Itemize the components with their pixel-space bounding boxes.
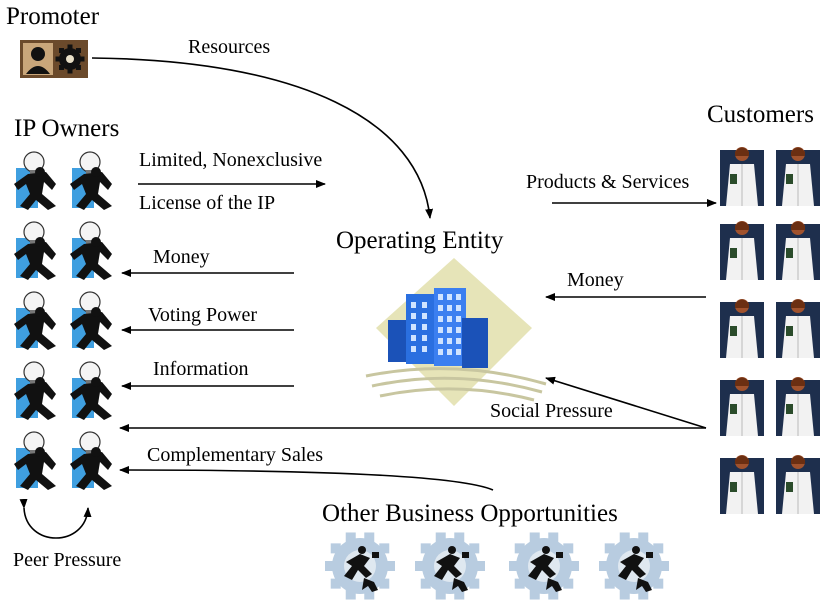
office-building-icon (365, 258, 547, 406)
doctor-icon (720, 147, 764, 206)
doctor-icon (720, 299, 764, 358)
resources-arrow (91, 57, 434, 219)
operating-entity-title: Operating Entity (336, 227, 504, 254)
business-gear-icon (509, 532, 579, 600)
promoter-gear-icon (20, 40, 88, 78)
promoter-title: Promoter (6, 3, 100, 30)
lightbulb-person-icon (70, 361, 112, 420)
lightbulb-person-icon (14, 291, 56, 350)
doctor-icon (776, 377, 820, 436)
business-gear-icon (599, 532, 669, 600)
lightbulb-person-icon (14, 361, 56, 420)
doctor-icon (776, 147, 820, 206)
doctor-icon (720, 455, 764, 514)
business-gear-icon (325, 532, 395, 600)
products-services-label: Products & Services (526, 171, 690, 193)
money-right-label: Money (567, 269, 624, 291)
doctor-icon (720, 221, 764, 280)
doctor-icon (776, 221, 820, 280)
social-pressure-label: Social Pressure (490, 400, 613, 422)
peer-pressure-label: Peer Pressure (13, 549, 122, 571)
information-label: Information (153, 358, 249, 380)
lightbulb-person-icon (70, 221, 112, 280)
doctor-icon (776, 455, 820, 514)
license-label-line2: License of the IP (139, 192, 276, 214)
social-pressure-arrow-upper (545, 376, 707, 429)
lightbulb-person-icon (70, 291, 112, 350)
lightbulb-person-icon (14, 151, 56, 210)
money-left-label: Money (153, 246, 210, 268)
license-label-line1: Limited, Nonexclusive (139, 149, 323, 171)
other-business-title: Other Business Opportunities (322, 500, 618, 527)
complementary-sales-label: Complementary Sales (147, 444, 324, 466)
doctor-icon (776, 299, 820, 358)
voting-power-label: Voting Power (148, 304, 258, 326)
customers-title: Customers (707, 101, 814, 128)
lightbulb-person-icon (14, 431, 56, 490)
complementary-sales-arrow (119, 466, 494, 491)
lightbulb-person-icon (70, 431, 112, 490)
ip-owners-title: IP Owners (14, 115, 120, 142)
business-gear-icon (415, 532, 485, 600)
doctor-icon (720, 377, 764, 436)
lightbulb-person-icon (70, 151, 112, 210)
peer-pressure-arrow (19, 498, 92, 539)
resources-label: Resources (188, 36, 271, 58)
lightbulb-person-icon (14, 221, 56, 280)
